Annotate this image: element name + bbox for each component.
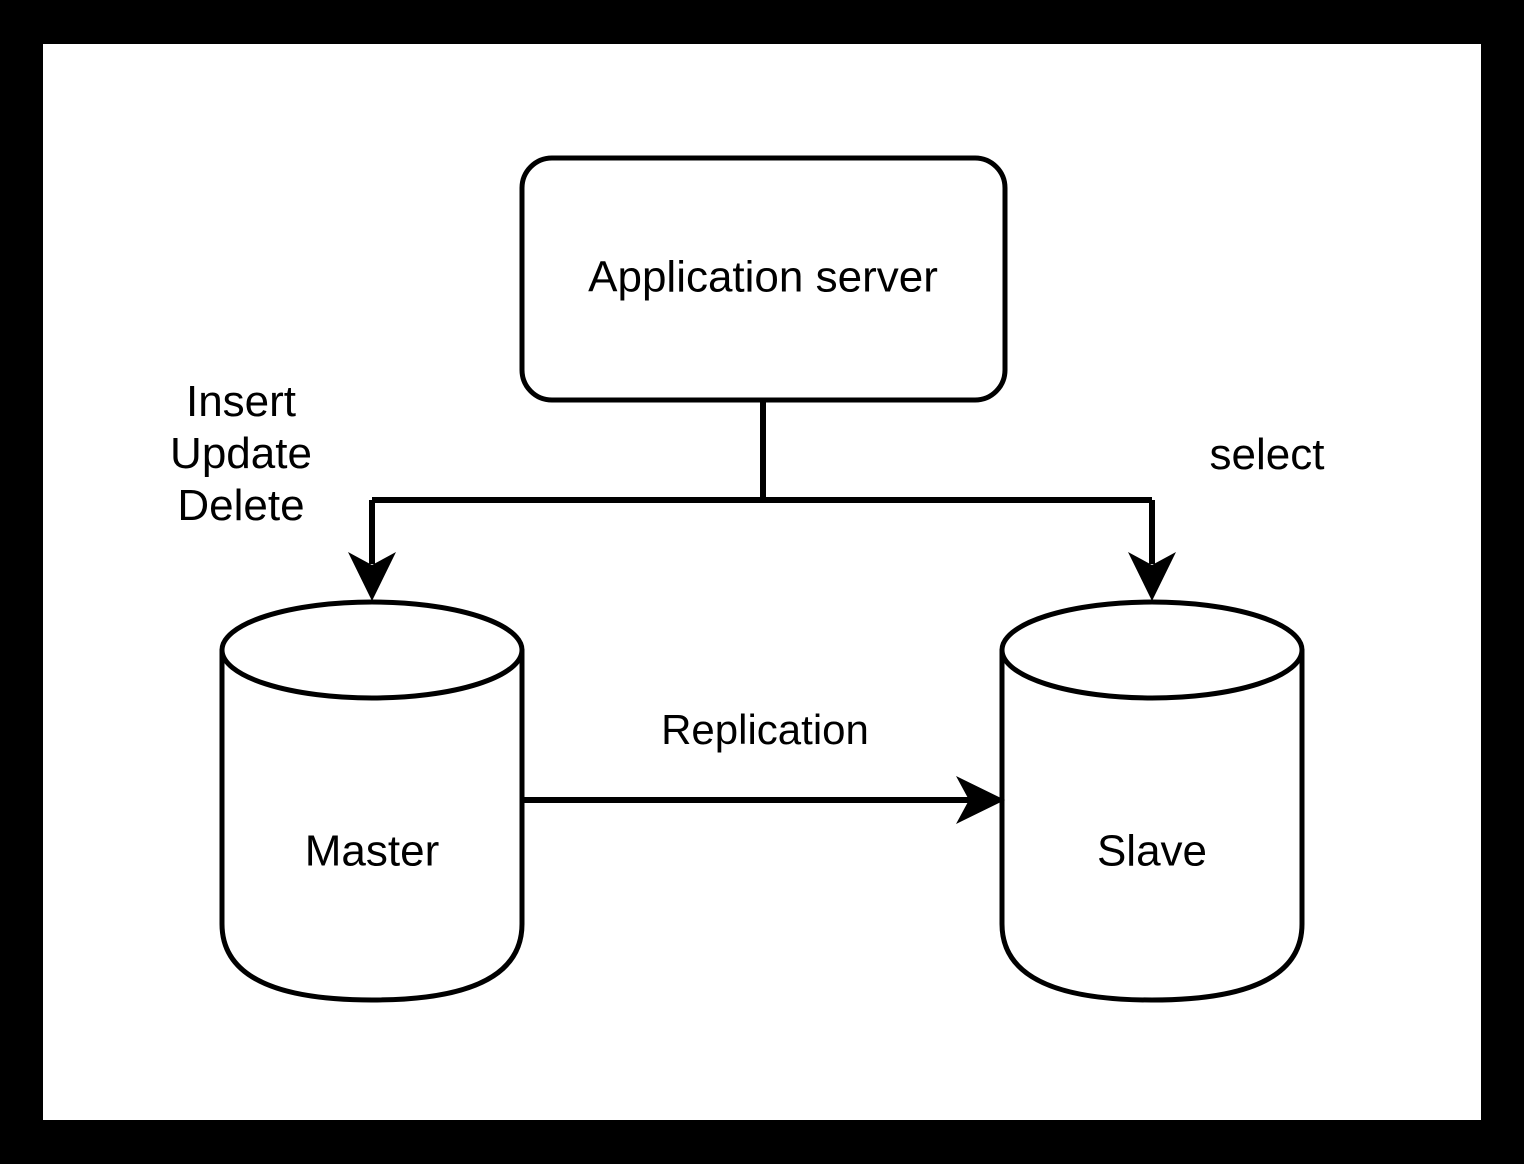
- edge-label-write-path: Insert Update Delete: [170, 377, 312, 530]
- master-db-label: Master: [305, 827, 439, 876]
- node-slave-db[interactable]: Slave: [999, 599, 1305, 1003]
- slave-cylinder-top: [999, 599, 1305, 701]
- edge-label-delete: Delete: [177, 481, 304, 530]
- diagram-svg: Application server Insert Update: [170, 155, 1325, 1003]
- replication-label: Replication: [661, 706, 869, 753]
- connector-split: [369, 400, 1155, 564]
- edge-label-update: Update: [170, 429, 312, 478]
- arrowhead-replication: [956, 776, 1005, 824]
- node-application-server[interactable]: Application server: [519, 155, 1008, 403]
- node-master-db[interactable]: Master: [219, 599, 525, 1003]
- edge-label-select: select: [1210, 430, 1325, 479]
- edge-replication: Replication: [522, 706, 1005, 824]
- master-cylinder-body: [219, 647, 525, 1003]
- edge-label-insert: Insert: [186, 377, 296, 426]
- slave-db-label: Slave: [1097, 827, 1207, 876]
- arrowhead-to-slave: [1128, 552, 1176, 601]
- slave-cylinder-body: [999, 647, 1305, 1003]
- arrowhead-to-master: [348, 552, 396, 601]
- application-server-label: Application server: [588, 253, 938, 302]
- master-cylinder-top: [219, 599, 525, 701]
- diagram-canvas: Application server Insert Update: [43, 44, 1481, 1120]
